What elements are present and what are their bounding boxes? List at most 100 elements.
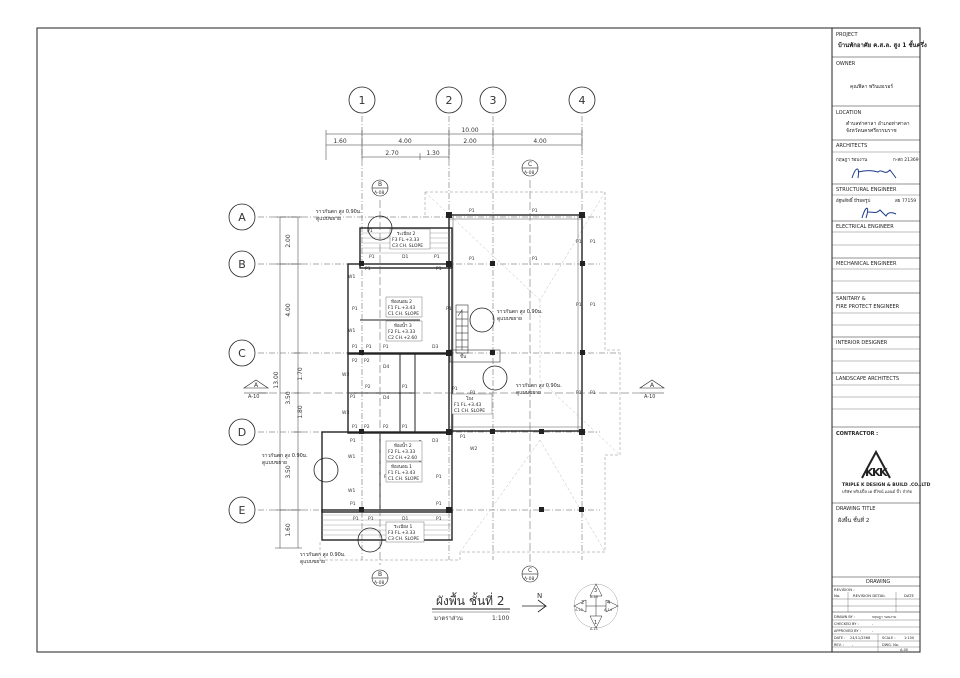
- room-bathroom-2: ห้องน้ำ 2 F2 FL.+3.33 C2 CH.+2.60: [385, 440, 423, 462]
- grid-label-1: 1: [359, 94, 366, 107]
- tag-p2: P2: [352, 358, 358, 364]
- tag-p2: P2: [364, 358, 370, 364]
- owner-label: OWNER: [836, 61, 856, 67]
- key-plan: 3 2 4 1 A-13 A-12 A-14 A-11: [573, 583, 619, 631]
- revision-no: No.: [834, 593, 840, 598]
- architect-license: ก-สถ 21369: [893, 157, 919, 163]
- tag-p1: P1: [590, 239, 596, 245]
- svg-text:A-12: A-12: [575, 608, 583, 612]
- rail-note-detail: ดูแบบขยาย: [262, 460, 287, 466]
- tag-p1: P1: [576, 302, 582, 308]
- svg-text:F1 FL.+3.43: F1 FL.+3.43: [388, 470, 415, 476]
- structural-label: STRUCTURAL ENGINEER: [836, 187, 897, 193]
- room-tags: ระเบียง 2 F3 FL.+3.33 C3 CH. SLOPE ห้องน…: [385, 228, 493, 543]
- rail-note-detail: ดูแบบขยาย: [300, 559, 325, 565]
- svg-text:C1 CH. SLOPE: C1 CH. SLOPE: [454, 408, 485, 414]
- dim-left-7: 1.60: [285, 523, 292, 537]
- tag-p1: P1: [532, 208, 538, 214]
- mechanical-label: MECHANICAL ENGINEER: [836, 261, 897, 267]
- tag-p1: P1: [434, 254, 440, 260]
- structural-signature: [861, 207, 897, 219]
- grid-label-a: A: [238, 211, 246, 224]
- dim-left-6: 3.50: [285, 465, 292, 479]
- grid-column-bubbles: 1 2 3 4: [348, 86, 596, 114]
- tag-d4: D4: [383, 395, 389, 401]
- tag-p1: P1: [436, 266, 442, 272]
- drawn-by-name: กฤษฎา รอบงาน: [872, 615, 897, 619]
- drawing-title-label: DRAWING TITLE: [836, 506, 875, 512]
- section-c: C A-08 C A-08: [521, 159, 539, 583]
- grid-label-4: 4: [579, 94, 586, 107]
- drawing-title: ผังพื้น ชั้นที่ 2: [838, 516, 869, 524]
- tag-w2: W2: [470, 446, 477, 452]
- rail-note: ราวกันตก สูง 0.90ม.: [516, 383, 562, 389]
- svg-text:ห้องน้ำ 2: ห้องน้ำ 2: [394, 442, 412, 449]
- grid-label-e: E: [239, 504, 246, 517]
- tag-w1: W1: [348, 454, 355, 460]
- rail-note: ราวกันตก สูง 0.90ม.: [497, 309, 543, 315]
- tag-p1: P1: [350, 394, 356, 400]
- grid-label-d: D: [238, 426, 246, 439]
- tag-p1: P1: [365, 266, 371, 272]
- svg-text:โถง: โถง: [466, 395, 473, 402]
- dim-left-3: 1.70: [297, 367, 304, 381]
- svg-text:F2 FL.+3.33: F2 FL.+3.33: [388, 329, 415, 335]
- structural-name: อัฐพลีทธิ์ มีรอดรูป: [836, 196, 870, 204]
- tag-p1: P1: [469, 208, 475, 214]
- tag-p1: P1: [350, 501, 356, 507]
- section-a: A A-10 A A-10: [243, 379, 665, 400]
- top-dimensions: [325, 130, 583, 160]
- tag-p1: P1: [436, 516, 442, 522]
- location-line-2: จังหวัดนครศรีธรรมราช: [846, 127, 897, 134]
- tag-p2: P2: [365, 384, 371, 390]
- north-label: N: [537, 592, 542, 600]
- svg-text:F1 FL.+3.43: F1 FL.+3.43: [454, 402, 481, 408]
- tag-d1: D1: [402, 516, 408, 522]
- tag-d3: D3: [432, 344, 438, 350]
- location-label: LOCATION: [836, 110, 862, 116]
- drawn-by-label: DRAWN BY :: [834, 615, 855, 619]
- scale-label: SCALE :: [882, 636, 896, 640]
- svg-text:C: C: [528, 161, 532, 168]
- grid-label-c: C: [238, 347, 246, 360]
- tag-p1: P1: [590, 302, 596, 308]
- svg-text:1: 1: [594, 620, 597, 626]
- dwg-label: DWG. No.: [882, 643, 899, 647]
- plan-scale-label: มาตราส่วน: [434, 615, 463, 622]
- dim-total-height: 13.00: [273, 371, 280, 388]
- tag-p1: P1: [469, 256, 475, 262]
- plan-scale: 1:100: [492, 615, 509, 622]
- dim-top-6: 1.30: [426, 150, 440, 157]
- svg-text:F3 FL.+3.33: F3 FL.+3.33: [388, 530, 415, 536]
- svg-text:A-08: A-08: [374, 580, 384, 586]
- svg-text:A-08: A-08: [524, 576, 534, 582]
- tag-p1: P1: [383, 344, 389, 350]
- room-bathroom-3: ห้องน้ำ 3 F2 FL.+3.33 C2 CH.+2.60: [385, 320, 423, 342]
- svg-text:C3 CH. SLOPE: C3 CH. SLOPE: [392, 243, 423, 249]
- svg-text:ระเบียง 1: ระเบียง 1: [394, 524, 412, 530]
- company-name-thai: บริษัท ทริปเปิ้ล เค ดีไซน์ แอนด์ บิ้ว จำ…: [842, 487, 912, 494]
- svg-text:C: C: [528, 567, 532, 574]
- room-balcony-1: ระเบียง 1 F3 FL.+3.33 C3 CH. SLOPE: [385, 521, 425, 543]
- tag-p1: P1: [352, 306, 358, 312]
- tag-d1: D1: [402, 254, 408, 260]
- company-logo: KKK: [861, 449, 891, 479]
- title-block: PROJECT บ้านพักอาศัย ค.ส.ล. สูง 1 ชั้นคร…: [832, 32, 931, 652]
- dim-left-5: 1.80: [297, 405, 304, 419]
- grid-row-bubbles: A B C D E: [228, 203, 256, 524]
- svg-text:F1 FL.+3.43: F1 FL.+3.43: [388, 305, 415, 311]
- dim-total-width: 10.00: [461, 127, 478, 134]
- tag-w1: W1: [348, 274, 355, 280]
- svg-text:KKK: KKK: [865, 466, 888, 479]
- roof-outline: [319, 191, 621, 561]
- tag-w1: W1: [348, 328, 355, 334]
- tag-w1: W1: [348, 488, 355, 494]
- tag-p1: P1: [452, 386, 458, 392]
- tag-p1: P1: [402, 384, 408, 390]
- svg-text:ห้องนอน 2: ห้องนอน 2: [391, 299, 412, 305]
- project-label: PROJECT: [836, 32, 859, 38]
- svg-text:F3 FL.+3.33: F3 FL.+3.33: [392, 237, 419, 243]
- left-dimensions: [275, 216, 302, 549]
- rail-note: ราวกันตก สูง 0.90ม.: [262, 453, 308, 459]
